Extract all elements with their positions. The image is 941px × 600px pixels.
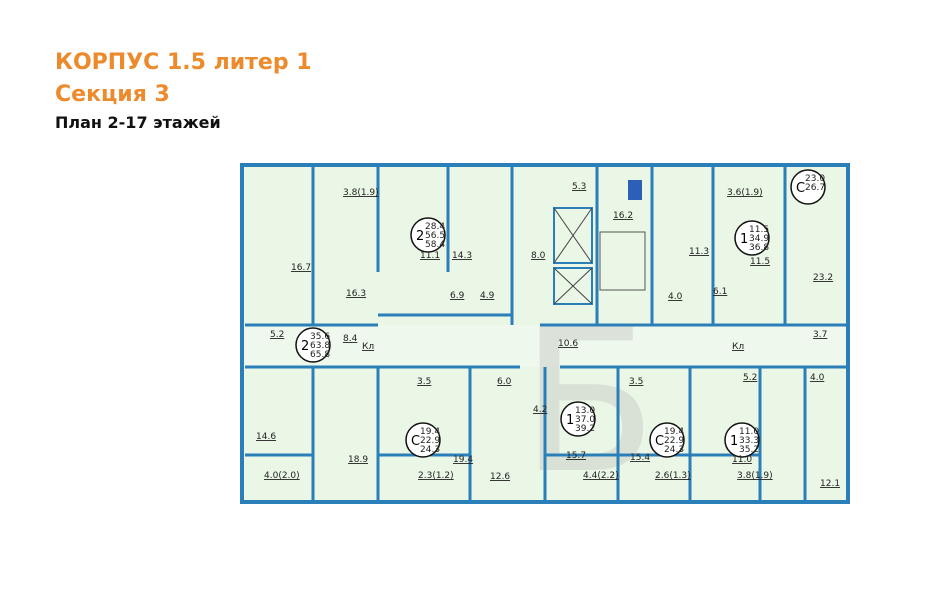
apartment-living: 19.4 [664,427,684,437]
room-area-label: 2.6(1.3) [655,471,691,481]
room-area-label: 18.9 [348,455,368,465]
apartment-rooms: С [655,434,664,449]
room-area-label: 3.7 [813,330,827,340]
elevator-shaft [553,207,593,305]
room-area-label: 2.3(1.2) [418,471,454,481]
apartment-total: 37.0 [575,415,595,425]
room-area-label: 3.8(1.9) [737,471,773,481]
apartment-rooms: С [796,181,805,196]
room-area-label: 6.0 [497,377,512,387]
apartment-total: 26.7 [805,183,825,193]
room-area-label: 12.1 [820,479,840,489]
apartment-living: 13.0 [575,406,595,416]
apartment-living: 11.0 [739,427,759,437]
room-area-label: 4.0(2.0) [264,471,300,481]
room-area-label: 5.2 [270,330,284,340]
room-area-label: 4.9 [480,291,495,301]
apartment-rooms: 1 [730,434,738,449]
apartment-badge[interactable]: С19.422.924.3 [649,422,685,458]
apartment-living: 28.4 [425,222,445,232]
apartment-total-with-balcony: 65.8 [310,350,330,360]
room-area-label: 12.6 [490,472,510,482]
room-area-label: 4.0 [810,373,825,383]
apartment-badge[interactable]: 111.033.335.2 [724,422,760,458]
apartment-total-with-balcony: 24.3 [420,445,440,455]
plan-subtitle: План 2-17 этажей [55,113,221,132]
accessibility-sign-icon [628,180,642,200]
room-area-label: 3.6(1.9) [727,188,763,198]
room-area-label: 19.4 [453,455,473,465]
room-area-label: 3.5 [629,377,643,387]
room-area-label: 11.0 [732,455,752,465]
apartment-rooms: 1 [740,232,748,247]
apartment-badge[interactable]: 235.663.865.8 [295,327,331,363]
room-area-label: 4.4(2.2) [583,471,619,481]
apartment-total-with-balcony: 24.3 [664,445,684,455]
apartment-living: 19.4 [420,427,440,437]
apartment-total: 56.5 [425,231,445,241]
room-area-label: 16.7 [291,263,311,273]
room-area-label: 11.5 [750,257,770,267]
stairs [599,231,646,291]
room-area-label: 11.3 [689,247,709,257]
apartment-total: 22.9 [420,436,440,446]
room-area-label: 3.5 [417,377,431,387]
room-area-label: 6.9 [450,291,465,301]
section-title: Секция 3 [55,82,170,107]
room-area-label: 5.2 [743,373,757,383]
apartment-rooms: 2 [301,339,309,354]
apartment-living: 35.6 [310,332,330,342]
building-title: КОРПУС 1.5 литер 1 [55,50,312,75]
apartment-rooms: С [411,434,420,449]
room-area-label: Кл [362,342,374,352]
room-area-label: 11.1 [420,251,440,261]
room-area-label: 16.3 [346,289,366,299]
room-area-label: 14.6 [256,432,276,442]
room-area-label: 5.3 [572,182,586,192]
room-area-label: 15.7 [566,451,586,461]
corridor [245,325,845,367]
apartment-living: 23.0 [805,174,825,184]
apartment-total-with-balcony: 39.2 [575,424,595,434]
apartment-living: 11.5 [749,225,769,235]
apartment-badge[interactable]: 228.456.558.4 [410,217,446,253]
room-area-label: 4.0 [668,292,683,302]
apartment-badge[interactable]: С19.422.924.3 [405,422,441,458]
apartment-total: 63.8 [310,341,330,351]
apartment-rooms: 1 [566,413,574,428]
room-area-label: Кл [732,342,744,352]
room-area-label: 16.2 [613,211,633,221]
room-area-label: 6.1 [713,287,727,297]
apartment-badge[interactable]: 113.037.039.2 [560,401,596,437]
watermark: Б [520,285,657,518]
room-area-label: 23.2 [813,273,833,283]
apartment-total: 22.9 [664,436,684,446]
room-area-label: 4.2 [533,405,547,415]
room-area-label: 10.6 [558,339,578,349]
apartment-badge[interactable]: 111.534.936.8 [734,220,770,256]
room-area-label: 8.4 [343,334,358,344]
room-area-label: 15.4 [630,453,650,463]
apartment-total: 34.9 [749,234,769,244]
room-area-label: 14.3 [452,251,472,261]
apartment-rooms: 2 [416,229,424,244]
apartment-total: 33.3 [739,436,759,446]
room-area-label: 3.8(1.9) [343,188,379,198]
apartment-badge[interactable]: С23.026.7 [790,169,826,205]
apartment-total-with-balcony: 36.8 [749,243,769,253]
apartment-total-with-balcony: 35.2 [739,445,759,455]
room-area-label: 8.0 [531,251,546,261]
apartment-total-with-balcony: 58.4 [425,240,445,250]
